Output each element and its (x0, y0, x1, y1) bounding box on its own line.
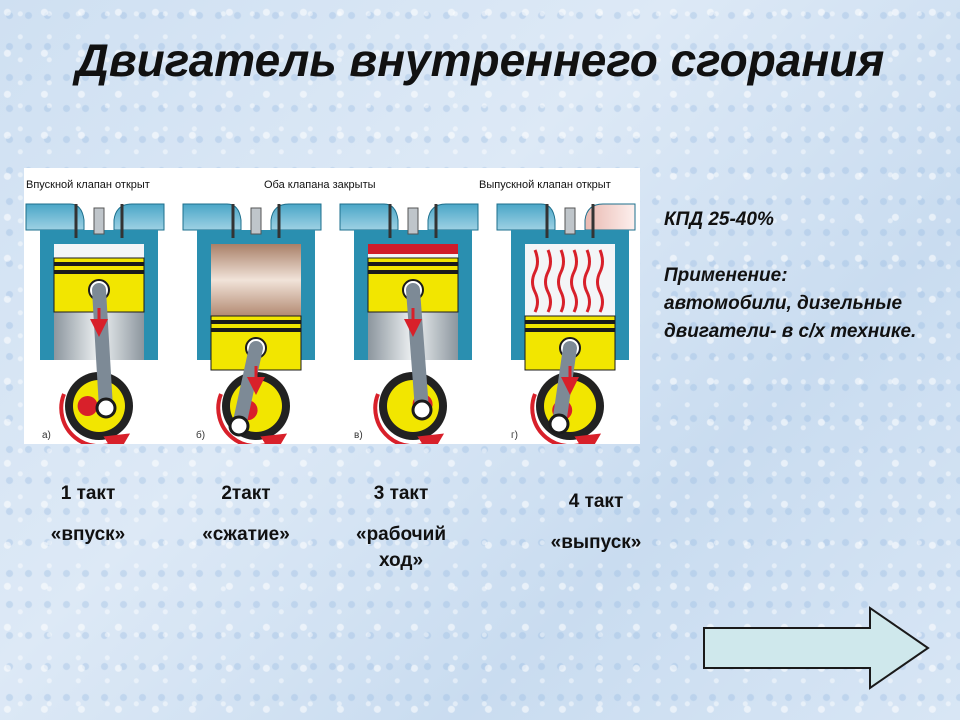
spark-plug (250, 207, 262, 235)
panel-letter-b: б) (196, 429, 205, 441)
engine-panel-compression (182, 203, 322, 444)
stroke-4-label: 4 такт «выпуск» (528, 490, 664, 556)
rotation-arrow (216, 393, 288, 444)
engine-panel-intake (25, 203, 165, 444)
exhaust-gas-wave (596, 249, 604, 313)
cylinder-wall-right (144, 244, 158, 360)
application-heading: Применение: (664, 265, 788, 286)
panel-letter-g: г) (511, 430, 518, 441)
cylinder-head (511, 230, 629, 244)
efficiency-text: КПД 25-40% (664, 209, 774, 230)
piston-ring (211, 320, 301, 324)
engine-strokes-diagram: Впускной клапан открыт Оба клапана закры… (24, 168, 640, 444)
stroke-2-label: 2такт «сжатие» (186, 482, 306, 548)
piston-ring (54, 262, 144, 266)
rotation-arrow (530, 393, 602, 444)
right-arrow-icon (703, 606, 930, 690)
piston-ring (211, 328, 301, 332)
intake-pipe (496, 203, 556, 231)
piston-ring (368, 262, 458, 266)
combustion-chamber (211, 244, 301, 316)
cylinder-head (197, 230, 315, 244)
intake-pipe (25, 203, 85, 231)
combustion-chamber (525, 244, 615, 316)
crank-pin (411, 399, 433, 421)
rotation-arrow (373, 393, 445, 444)
piston-ring (525, 320, 615, 324)
crank-center (77, 396, 98, 416)
stroke-3-label: 3 такт «рабочий ход» (336, 482, 466, 574)
cylinder-wall-right (301, 244, 315, 360)
exhaust-gas-wave (531, 249, 539, 313)
cylinder-wall-left (40, 244, 54, 360)
spark-plug (564, 207, 576, 235)
exhaust-gas-wave (583, 249, 591, 313)
ignition-flash (368, 244, 458, 254)
exhaust-gas-wave (557, 249, 565, 313)
exhaust-pipe (270, 203, 322, 231)
page-title: Двигатель внутреннего сгорания (75, 34, 885, 86)
application-text: автомобили, дизельные двигатели- в с/х т… (664, 293, 917, 342)
panel-letter-a: а) (42, 430, 51, 441)
next-slide-button[interactable] (702, 606, 932, 690)
stroke-name: «рабочий ход» (356, 524, 446, 571)
cylinder-wall-right (458, 244, 472, 360)
caption-exhaust-open: Выпускной клапан открыт (479, 179, 611, 191)
stroke-name: «впуск» (50, 524, 126, 545)
crank-pin (95, 397, 117, 419)
cylinder-wall-right (615, 244, 629, 360)
exhaust-pipe (427, 203, 479, 231)
stroke-name: «выпуск» (550, 532, 642, 553)
cylinder-wall-left (511, 244, 525, 360)
cylinder-wall-left (197, 244, 211, 360)
engine-diagram-svg: Впускной клапан открыт Оба клапана закры… (25, 179, 636, 444)
engine-panel-exhaust (496, 203, 636, 444)
cylinder-head (354, 230, 472, 244)
cylinder-wall-left (354, 244, 368, 360)
stroke-number: 1 такт (60, 483, 116, 504)
piston-ring (368, 270, 458, 274)
exhaust-pipe (584, 203, 636, 231)
panel-letter-v: в) (354, 430, 363, 441)
intake-pipe (182, 203, 242, 231)
piston-ring (525, 328, 615, 332)
crank-pin (548, 413, 570, 435)
intake-pipe (339, 203, 399, 231)
crank-pin (228, 415, 250, 437)
stroke-number: 3 такт (373, 483, 429, 504)
exhaust-gas-wave (544, 249, 552, 313)
cylinder-head (40, 230, 158, 244)
exhaust-gas-wave (570, 249, 578, 313)
info-panel: КПД 25-40% Применение: автомобили, дизел… (664, 206, 954, 346)
combustion-chamber (54, 244, 144, 258)
stroke-number: 4 такт (568, 491, 624, 512)
spark-plug (407, 207, 419, 235)
piston-ring (54, 270, 144, 274)
spark-plug (93, 207, 105, 235)
rotation-arrow (59, 393, 131, 444)
exhaust-pipe (113, 203, 165, 231)
stroke-1-label: 1 такт «впуск» (28, 482, 148, 548)
caption-both-closed: Оба клапана закрыты (264, 179, 376, 191)
stroke-name: «сжатие» (202, 524, 290, 545)
connecting-rod (92, 283, 113, 415)
stroke-number: 2такт (221, 483, 271, 504)
caption-intake-open: Впускной клапан открыт (26, 179, 150, 191)
engine-panel-power (339, 203, 479, 444)
